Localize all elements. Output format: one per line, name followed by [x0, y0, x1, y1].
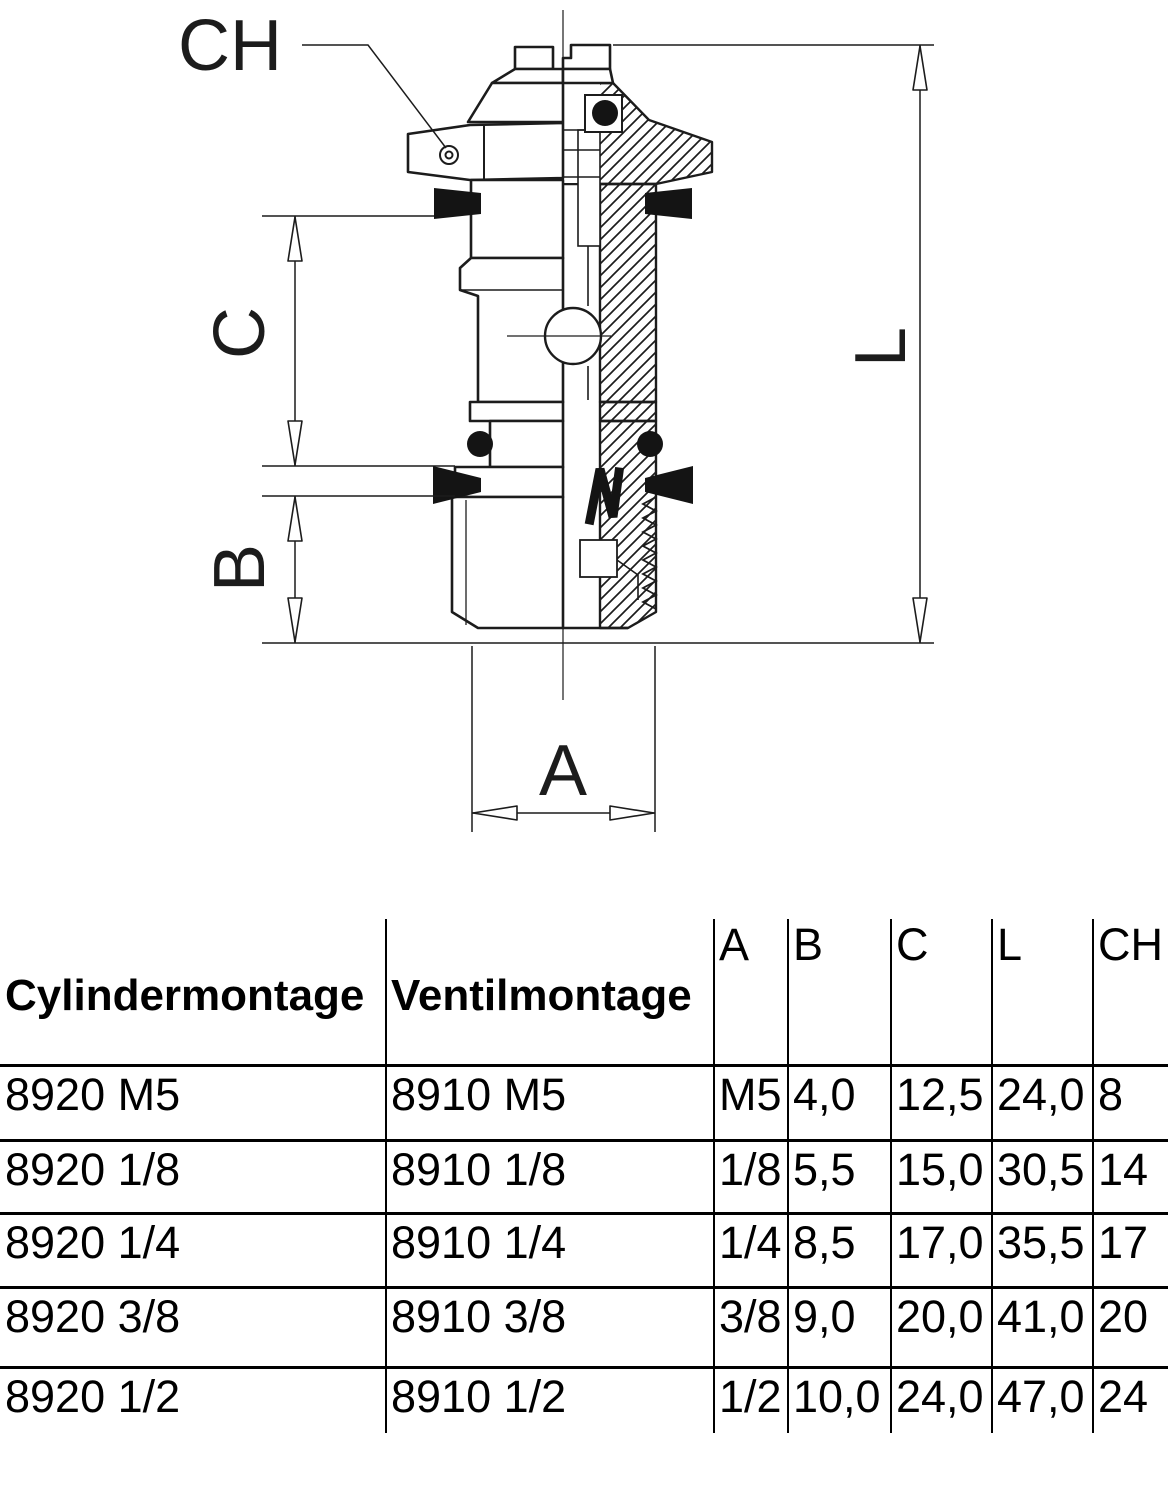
oring-top [592, 100, 618, 126]
body-cylinder [458, 256, 565, 404]
cell-ch: 17 [1092, 1211, 1168, 1287]
table-row: 8920 3/8 8910 3/8 3/8 9,0 20,0 41,0 20 [0, 1285, 1168, 1367]
cell-b: 5,5 [787, 1138, 891, 1213]
technical-drawing: CH C B L A [178, 6, 934, 832]
col-header-ventilmontage: Ventilmontage [385, 919, 714, 1065]
label-ch: CH [178, 6, 282, 86]
cell-ventil: 8910 1/8 [385, 1138, 714, 1213]
cell-a: M5 [713, 1063, 788, 1140]
cell-ch: 14 [1092, 1138, 1168, 1213]
cell-c: 15,0 [890, 1138, 992, 1213]
cell-l: 24,0 [991, 1063, 1093, 1140]
oring-right [637, 431, 663, 457]
cell-ventil: 8910 1/2 [385, 1365, 714, 1433]
flange [468, 400, 565, 423]
table-header-row: Cylindermontage Ventilmontage A B C L CH [0, 919, 1168, 1065]
cell-a: 1/8 [713, 1138, 788, 1213]
cell-ventil: 8910 M5 [385, 1063, 714, 1140]
hex-nut-face [406, 121, 565, 182]
cell-ventil: 8910 1/4 [385, 1211, 714, 1287]
table-row: 8920 M5 8910 M5 M5 4,0 12,5 24,0 8 [0, 1063, 1168, 1140]
valve-slot [577, 129, 601, 247]
cell-a: 3/8 [713, 1285, 788, 1367]
hex-face-detail [439, 145, 459, 165]
col-header-l: L [991, 919, 1093, 1065]
label-l: L [841, 327, 921, 367]
cell-c: 12,5 [890, 1063, 992, 1140]
col-header-a: A [713, 919, 788, 1065]
cell-b: 4,0 [787, 1063, 891, 1140]
dimension-table: Cylindermontage Ventilmontage A B C L CH… [0, 919, 1168, 1433]
dome [466, 81, 565, 124]
seals [433, 100, 693, 504]
cell-c: 24,0 [890, 1365, 992, 1433]
cell-a: 1/4 [713, 1211, 788, 1287]
oring-left [467, 431, 493, 457]
cell-b: 10,0 [787, 1365, 891, 1433]
cell-ventil: 8910 3/8 [385, 1285, 714, 1367]
neck-upper [469, 178, 565, 260]
col-header-cylindermontage: Cylindermontage [5, 971, 365, 1021]
cell-ch: 8 [1092, 1063, 1168, 1140]
exterior-left [406, 43, 615, 630]
cell-ch: 24 [1092, 1365, 1168, 1433]
col-header-ch: CH [1092, 919, 1168, 1065]
cell-cylinder: 8920 1/2 [0, 1365, 386, 1433]
thread-body [450, 495, 565, 630]
cell-cylinder: 8920 M5 [0, 1063, 386, 1140]
cell-l: 41,0 [991, 1285, 1093, 1367]
cell-cylinder: 8920 3/8 [0, 1285, 386, 1367]
col-header-c: C [890, 919, 992, 1065]
label-a: A [539, 731, 587, 811]
cell-b: 8,5 [787, 1211, 891, 1287]
cell-l: 30,5 [991, 1138, 1093, 1213]
dimension-arrows [287, 45, 928, 821]
lower-pocket [579, 539, 618, 578]
cell-b: 9,0 [787, 1285, 891, 1367]
cell-a: 1/2 [713, 1365, 788, 1433]
cell-c: 17,0 [890, 1211, 992, 1287]
label-c: C [200, 307, 280, 359]
neck-lower [488, 419, 565, 469]
label-b: B [200, 544, 280, 592]
table-row: 8920 1/2 8910 1/2 1/2 10,0 24,0 47,0 24 [0, 1365, 1168, 1433]
cell-l: 47,0 [991, 1365, 1093, 1433]
stem-right [561, 43, 612, 71]
cell-cylinder: 8920 1/8 [0, 1138, 386, 1213]
cell-cylinder: 8920 1/4 [0, 1211, 386, 1287]
col-header-b: B [787, 919, 891, 1065]
cell-ch: 20 [1092, 1285, 1168, 1367]
retaining-clip [584, 466, 625, 526]
thread-profile [641, 496, 658, 610]
cell-c: 20,0 [890, 1285, 992, 1367]
table-row: 8920 1/4 8910 1/4 1/4 8,5 17,0 35,5 17 [0, 1211, 1168, 1287]
cell-l: 35,5 [991, 1211, 1093, 1287]
table-row: 8920 1/8 8910 1/8 1/8 5,5 15,0 30,5 14 [0, 1138, 1168, 1213]
